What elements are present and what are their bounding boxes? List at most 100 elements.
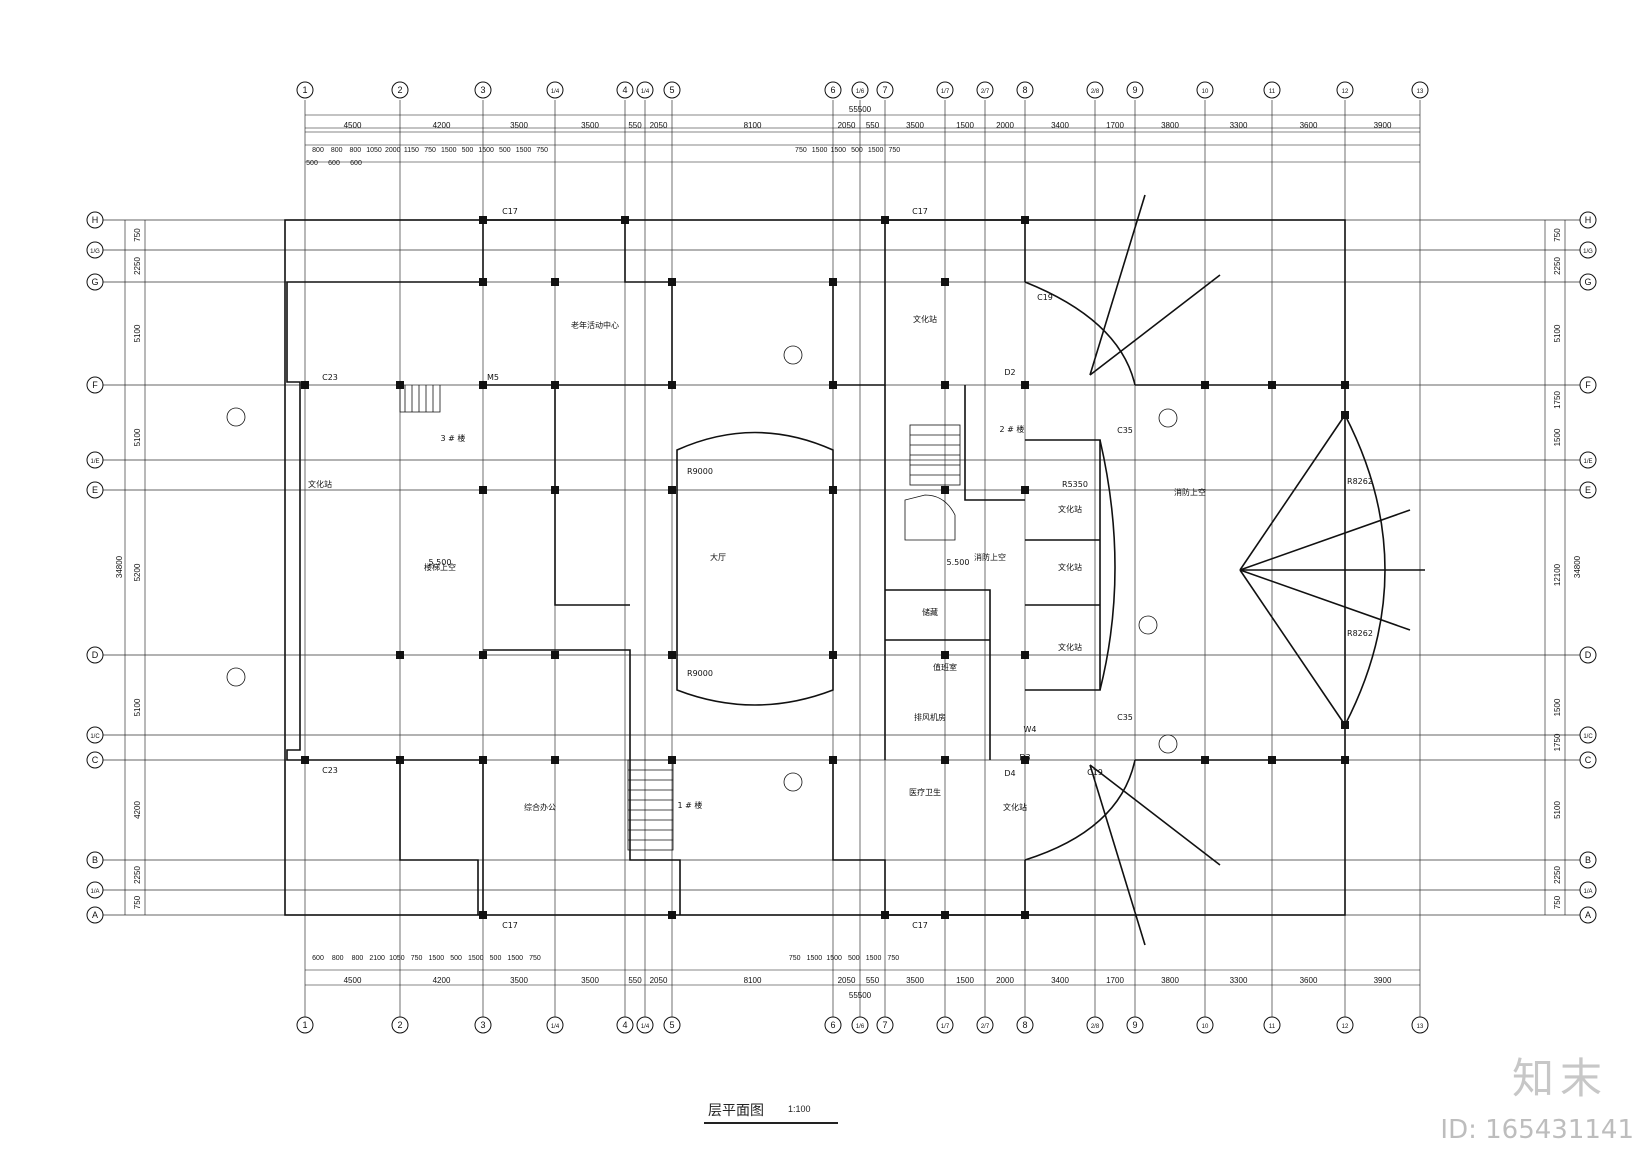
- lower-left-partition: [483, 649, 631, 750]
- axis-bubble: [1016, 81, 1034, 99]
- axis-bubble: [1263, 81, 1281, 99]
- dim-top-main: 550: [866, 121, 880, 130]
- column: [1021, 216, 1029, 224]
- dim-left: 750: [133, 895, 142, 909]
- dim-right: 2250: [1553, 866, 1562, 884]
- dim-right: 1750: [1553, 733, 1562, 751]
- plan-annotation: C35: [1117, 426, 1133, 435]
- column: [941, 381, 949, 389]
- axis-label: 3: [480, 85, 485, 95]
- axis-bubble: [1579, 211, 1597, 229]
- column: [396, 651, 404, 659]
- dim-right: 5100: [1553, 324, 1562, 342]
- dim-right: 1500: [1553, 428, 1562, 446]
- dim-top-main: 2000: [996, 121, 1014, 130]
- dim-right: 1500: [1553, 698, 1562, 716]
- drawing-title: 层平面图: [708, 1103, 764, 1119]
- dim-right: 2250: [1553, 257, 1562, 275]
- dim-bottom-sub: 750: [789, 955, 801, 962]
- axis-label: 1/E: [1583, 459, 1592, 465]
- watermark-brand: 知末: [1511, 1054, 1608, 1103]
- axis-bubble: [876, 81, 894, 99]
- room-label: 医疗卫生: [909, 787, 941, 797]
- axis-label: D: [1585, 650, 1592, 660]
- axis-label: 1/G: [90, 249, 100, 255]
- column: [668, 651, 676, 659]
- column: [479, 756, 487, 764]
- dim-top-sub: 1500: [830, 147, 846, 154]
- small-rooms-wall: [885, 589, 991, 760]
- dim-top-main: 2050: [650, 121, 668, 130]
- axis-label: 1/C: [90, 734, 100, 740]
- axis-label: 3: [480, 1020, 485, 1030]
- plan-annotation: C23: [322, 373, 338, 382]
- stair-3: [399, 385, 441, 413]
- room-label: 值班室: [933, 662, 957, 672]
- axis-label: 1/A: [1583, 889, 1592, 895]
- axis-bubble: [936, 81, 954, 99]
- column: [301, 756, 309, 764]
- column: [941, 651, 949, 659]
- column: [941, 911, 949, 919]
- dim-top-sub: 750: [888, 147, 900, 154]
- axis-bubble: [86, 273, 104, 291]
- dim-top-main: 3500: [581, 121, 599, 130]
- axis-label: 2/8: [1091, 89, 1100, 95]
- axis-label: E: [1585, 485, 1591, 495]
- dim-bottom-main: 3300: [1230, 976, 1248, 985]
- axis-label: 9: [1132, 1020, 1137, 1030]
- plan-annotation: 3 # 楼: [441, 433, 466, 443]
- dim-top-sub: 750: [795, 147, 807, 154]
- axis-bubble: [474, 1016, 492, 1034]
- culture-rooms-wall: [1025, 439, 1101, 691]
- axis-label: E: [92, 485, 98, 495]
- dim-bottom-main: 3800: [1161, 976, 1179, 985]
- axis-label: 7: [882, 85, 887, 95]
- dim-left: 5200: [133, 563, 142, 581]
- total-width-top: 55500: [849, 105, 872, 114]
- dim-left: 5100: [133, 698, 142, 716]
- axis-bubble: [976, 1016, 994, 1034]
- dim-top-sub2: 600: [328, 160, 340, 167]
- axis-bubble: [636, 1016, 654, 1034]
- axis-label: 9: [1132, 85, 1137, 95]
- column: [551, 278, 559, 286]
- column: [1021, 381, 1029, 389]
- dim-bottom-sub: 600: [312, 955, 324, 962]
- axis-label: 6: [830, 85, 835, 95]
- axis-label: F: [92, 380, 98, 390]
- dim-bottom-main: 1700: [1106, 976, 1124, 985]
- dim-left: 5100: [133, 428, 142, 446]
- axis-label: 2: [397, 85, 402, 95]
- axis-bubble: [824, 81, 842, 99]
- axis-bubble: [876, 1016, 894, 1034]
- column: [396, 381, 404, 389]
- dim-bottom-main: 3900: [1374, 976, 1392, 985]
- room-labels: 老年活动中心文化站文化站消防上空文化站文化站文化站文化站医疗卫生综合办公储藏值班…: [226, 207, 1373, 930]
- axis-label: B: [92, 855, 98, 865]
- axis-label: 10: [1202, 89, 1209, 95]
- left-wing-wall: [286, 220, 484, 915]
- fan-line-1: [1239, 414, 1346, 571]
- column: [551, 381, 559, 389]
- dim-top-main: 4200: [433, 121, 451, 130]
- room-label: 文化站: [1058, 642, 1082, 652]
- room-label: 文化站: [913, 314, 937, 324]
- dim-top-sub: 500: [462, 147, 474, 154]
- axis-label: 1/6: [856, 89, 865, 95]
- room-label: 楼梯上空: [424, 562, 456, 572]
- dim-top-sub: 1500: [516, 147, 532, 154]
- room-label: 老年活动中心: [571, 320, 619, 330]
- axis-label: 12: [1342, 89, 1349, 95]
- axis-label: H: [92, 215, 99, 225]
- axis-label: C: [1585, 755, 1592, 765]
- fan-line-2: [1239, 509, 1411, 571]
- axis-label: 1/7: [941, 89, 950, 95]
- central-atrium: [676, 431, 834, 706]
- axis-bubble: [546, 1016, 564, 1034]
- axis-bubble: [1411, 1016, 1429, 1034]
- axis-label: 1/G: [1583, 249, 1593, 255]
- dim-top-sub: 500: [851, 147, 863, 154]
- dim-bottom-sub: 800: [332, 955, 344, 962]
- column: [301, 381, 309, 389]
